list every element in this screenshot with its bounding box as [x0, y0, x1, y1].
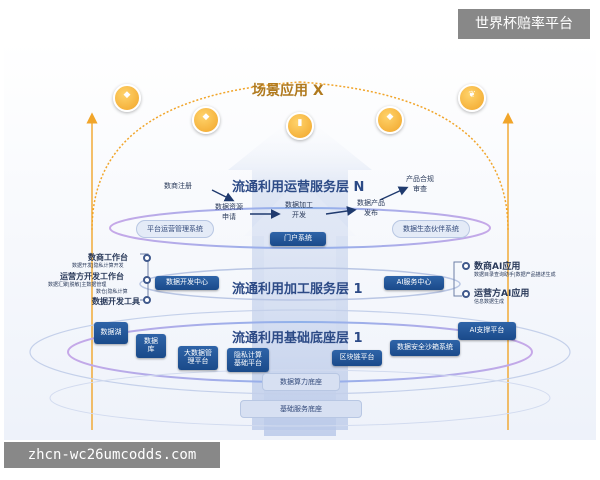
base-chip-privacy-compute: 隐私计算 基础平台 — [227, 348, 269, 372]
base-layer-title: 流通利用基础底座层 1 — [232, 331, 363, 346]
processing-layer-title: 流通利用加工服务层 1 — [232, 282, 363, 297]
base-chip-blockchain: 区块链平台 — [332, 350, 382, 366]
merchant-ai-title: 数商AI应用 — [474, 262, 521, 272]
base-ring-outer — [29, 309, 571, 395]
eco-partner-system: 数据生态伙伴系统 — [392, 220, 470, 238]
city-building-icon: ▮ — [286, 112, 314, 140]
portal-system: 门户系统 — [270, 232, 326, 246]
base-chip-security-sandbox: 数据安全沙箱系统 — [390, 340, 460, 356]
base-service-foundation: 基础服务底座 — [240, 400, 362, 418]
watermark-top: 世界杯赔率平台 — [458, 9, 590, 39]
platform-ops-system: 平台运营管理系统 — [136, 220, 214, 238]
flow-arrow-3 — [325, 206, 357, 216]
ai-service-center: AI服务中心 — [384, 276, 444, 290]
flow-review: 产品合规 审查 — [406, 175, 434, 193]
flow-process: 数据加工 开发 — [285, 201, 313, 219]
scenario-layer-title: 场景应用 X — [252, 83, 324, 99]
orange-arc-right — [299, 81, 509, 231]
flow-arrow-1 — [211, 189, 235, 202]
operator-ai-sub: 信息数据生成 — [474, 299, 505, 305]
flow-publish: 数据产品 发布 — [357, 199, 385, 217]
flow-arrow-4 — [379, 186, 409, 201]
service-ring — [109, 207, 491, 249]
merchant-workbench-title: 数商工作台 — [88, 253, 128, 262]
app-circle-icon: ◆ — [113, 84, 141, 112]
app-circle-icon: ◆ — [376, 106, 404, 134]
data-dev-center: 数据开发中心 — [155, 276, 219, 290]
operator-ai-title: 运营方AI应用 — [474, 289, 530, 299]
orange-arc-left — [91, 81, 301, 231]
data-dev-tools-title: 数据开发工具 — [92, 297, 140, 306]
base-chip-database: 数据 库 — [136, 334, 166, 358]
merchant-workbench-sub: 数据开发|隐私计算开发 — [72, 263, 124, 269]
flow-register: 数商注册 — [164, 182, 192, 190]
merchant-workbench-dot — [143, 254, 151, 262]
app-circle-icon: ◆ — [192, 106, 220, 134]
base-ring-bottom — [49, 369, 551, 427]
data-dev-tools-dot — [143, 296, 151, 304]
base-chip-data-lake: 数据湖 — [94, 322, 128, 344]
leaf-icon: ❦ — [458, 84, 486, 112]
watermark-bottom: zhcn-wc26umcodds.com — [4, 442, 220, 468]
operator-workbench-dot — [143, 276, 151, 284]
merchant-ai-dot — [462, 262, 470, 270]
flow-apply: 数据资源 申请 — [215, 203, 243, 221]
merchant-ai-sub: 数据目录查询助手|数据产品描述生成 — [474, 272, 556, 278]
operator-workbench-title: 运营方开发工作台 — [60, 272, 124, 281]
base-chip-bigdata-platform: 大数据管 理平台 — [178, 346, 218, 370]
right-bracket — [453, 261, 462, 297]
operator-workbench-sub2: 数仓|隐私计算 — [96, 289, 128, 295]
operator-ai-dot — [462, 290, 470, 298]
operator-workbench-sub: 数据汇聚|脱敏|主数据管理 — [48, 282, 107, 288]
base-chip-ai-support: AI支撑平台 — [458, 322, 516, 340]
base-compute-foundation: 数据算力底座 — [262, 373, 340, 391]
service-layer-title: 流通利用运营服务层 N — [232, 180, 365, 195]
processing-ring — [139, 267, 461, 301]
